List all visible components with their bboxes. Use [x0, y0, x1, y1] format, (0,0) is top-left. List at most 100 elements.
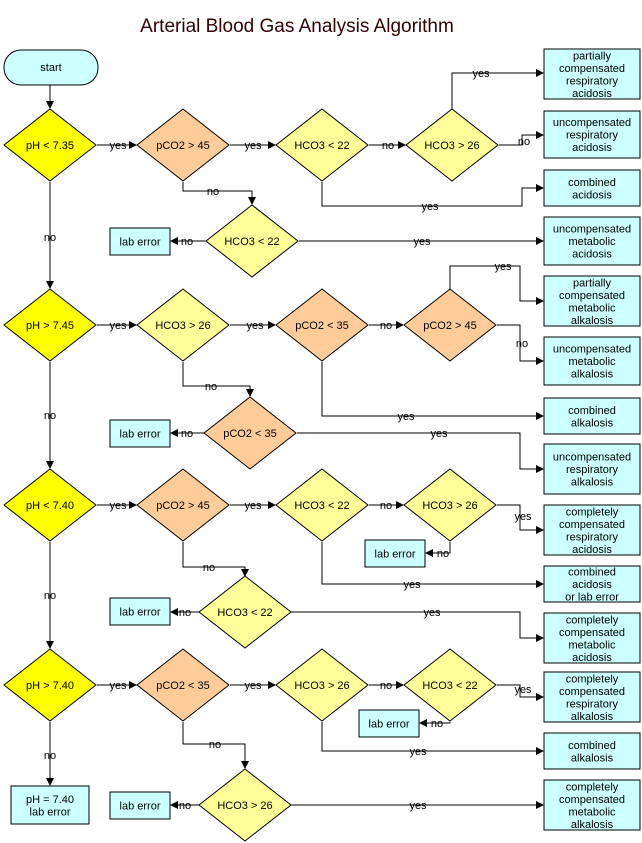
- decision-r2-pco2-lt-35-shape: [275, 288, 369, 362]
- outcome-box-14-text: compensated: [559, 794, 625, 806]
- outcome-box-13-text: alkalosis: [571, 752, 614, 764]
- decision-r3-hco3-lt-22: HCO3 < 22: [275, 468, 369, 542]
- outcome-box-4-text: uncompensated: [553, 224, 631, 236]
- ph-equal-740-box-shape: [10, 785, 90, 825]
- lab-error-box-2-text: lab error: [120, 429, 161, 441]
- outcome-box-9-text: completely: [566, 506, 619, 518]
- outcome-box-1-text: partially: [573, 50, 611, 62]
- edge-label-no: no: [44, 410, 56, 422]
- decision-ph-gt-745-shape: [3, 288, 97, 362]
- outcome-box-5-text: metabolic: [568, 302, 616, 314]
- outcome-box-10-shape: [543, 565, 641, 603]
- start-node: start: [3, 49, 99, 86]
- connector-line: [297, 432, 544, 473]
- outcome-box-3-text: combined: [568, 177, 616, 189]
- lab-error-box-1-shape: [109, 227, 171, 256]
- decision-r4b-hco3-gt-26-shape: [198, 768, 292, 842]
- decision-r2-pco2-gt-45: pCO2 > 45: [403, 288, 497, 362]
- decision-r2-pco2-lt-35: pCO2 < 35: [275, 288, 369, 362]
- outcome-box-13-shape: [543, 732, 641, 770]
- decision-r2-pco2-lt-35-text: pCO2 < 35: [295, 320, 349, 332]
- decision-r1b-hco3-lt-22: HCO3 < 22: [205, 204, 299, 278]
- outcome-box-4-shape: [543, 216, 641, 266]
- decision-r2-hco3-gt-26-shape: [136, 288, 230, 362]
- outcome-box-8-shape: [543, 443, 641, 495]
- outcome-box-6-text: metabolic: [568, 356, 616, 368]
- decision-r2-pco2-gt-45-shape: [403, 288, 497, 362]
- edge-label-yes: yes: [423, 607, 441, 619]
- edge-label-yes: yes: [397, 411, 415, 423]
- edge-label-yes: yes: [246, 320, 264, 332]
- outcome-box-12-shape: [543, 671, 641, 723]
- outcome-box-14-text: alkalosis: [571, 819, 614, 831]
- edge-label-no: no: [181, 428, 193, 440]
- outcome-box-2-text: acidosis: [572, 142, 612, 154]
- outcome-box-8-text: alkalosis: [571, 477, 614, 489]
- outcome-box-11-text: compensated: [559, 627, 625, 639]
- outcome-box-12-text: completely: [566, 673, 619, 685]
- outcome-box-9-text: acidosis: [572, 544, 612, 556]
- decision-r4-hco3-gt-26: HCO3 > 26: [275, 648, 369, 722]
- outcome-box-5-text: compensated: [559, 290, 625, 302]
- outcome-box-12-text: respiratory: [566, 698, 618, 710]
- outcome-box-8-text: uncompensated: [553, 452, 631, 464]
- outcome-box-14-shape: [543, 779, 641, 831]
- edge-label-yes: yes: [109, 140, 127, 152]
- outcome-box-2-text: uncompensated: [553, 117, 631, 129]
- start-node-text: start: [40, 62, 61, 74]
- decision-r3-hco3-lt-22-shape: [275, 468, 369, 542]
- connector-line: [497, 684, 544, 701]
- decision-r1-hco3-lt-22-text: HCO3 < 22: [294, 140, 349, 152]
- connector-line: [182, 362, 254, 397]
- decision-r4-hco3-gt-26-text: HCO3 > 26: [294, 680, 349, 692]
- edge-label-yes: yes: [430, 428, 448, 440]
- decision-r3b-hco3-lt-22-shape: [198, 575, 292, 649]
- outcome-box-12-text: alkalosis: [571, 711, 614, 723]
- outcome-box-10-text: or lab error: [565, 592, 619, 604]
- decision-ph-gt-740-text: pH > 7.40: [26, 680, 74, 692]
- connector-line: [449, 265, 544, 305]
- edge-label-no: no: [181, 236, 193, 248]
- edge-label-no: no: [437, 548, 449, 560]
- outcome-box-11-text: acidosis: [572, 652, 612, 664]
- outcome-box-5-text: alkalosis: [571, 315, 614, 327]
- lab-error-box-6-shape: [109, 791, 171, 820]
- connector-line: [182, 182, 256, 205]
- decision-r3-hco3-gt-26: HCO3 > 26: [403, 468, 497, 542]
- lab-error-box-4: lab error: [109, 597, 171, 626]
- edge-label-no: no: [44, 232, 56, 244]
- outcome-box-7-text: combined: [568, 405, 616, 417]
- connector-line: [497, 504, 544, 534]
- outcome-box-12-text: compensated: [559, 686, 625, 698]
- outcome-box-9-text: respiratory: [566, 531, 618, 543]
- decision-r3-pco2-gt-45-shape: [136, 468, 230, 542]
- connector-line: [425, 542, 451, 557]
- edge-label-no: no: [380, 320, 392, 332]
- outcome-box-4-text: metabolic: [568, 236, 616, 248]
- outcome-box-1-text: respiratory: [566, 75, 618, 87]
- decision-ph-gt-745: pH > 7.45: [3, 288, 97, 362]
- connector-line: [419, 719, 451, 727]
- outcome-box-1-shape: [543, 48, 641, 100]
- edge-label-yes: yes: [514, 684, 532, 696]
- outcome-box-6-shape: [543, 336, 641, 386]
- edge-label-yes: yes: [244, 500, 262, 512]
- decision-r4-hco3-gt-26-shape: [275, 648, 369, 722]
- outcome-box-7-text: alkalosis: [571, 417, 614, 429]
- connector-line: [321, 722, 544, 755]
- lab-error-box-3-shape: [364, 539, 426, 568]
- outcome-box-9-shape: [543, 504, 641, 556]
- edge-label-no: no: [203, 562, 215, 574]
- edge-label-no: no: [518, 136, 530, 148]
- edge-label-yes: yes: [109, 320, 127, 332]
- lab-error-box-4-text: lab error: [120, 607, 161, 619]
- edge-label-no: no: [44, 750, 56, 762]
